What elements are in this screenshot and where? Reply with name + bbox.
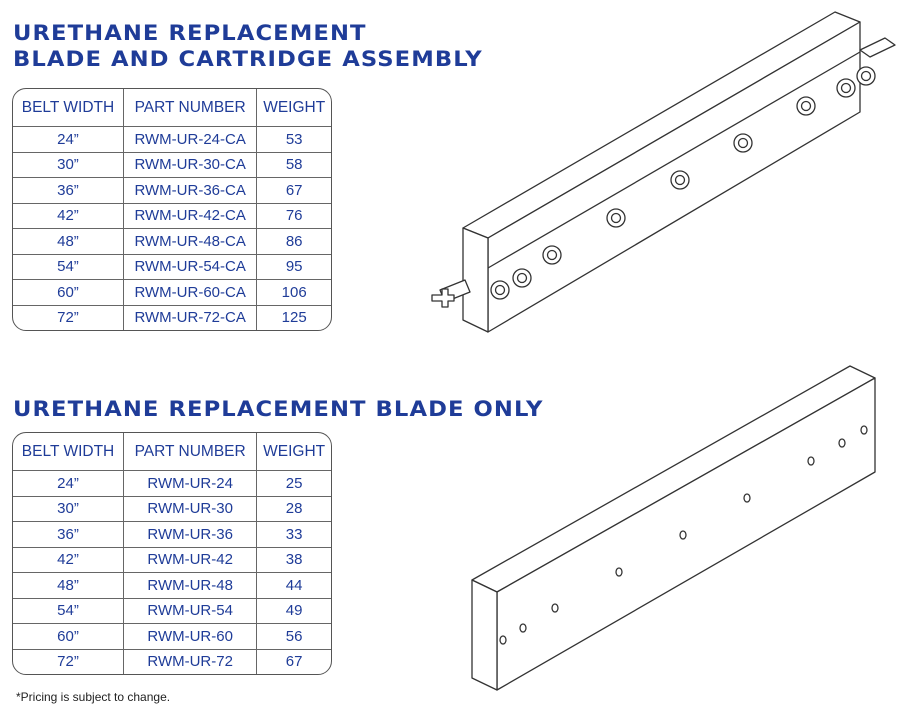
belt-width-cell: 30” (13, 152, 124, 178)
part-number-cell: RWM-UR-24-CA (123, 127, 258, 153)
col-part-number: PART NUMBER (123, 89, 258, 127)
weight-cell: 44 (257, 573, 331, 599)
weight-cell: 125 (281, 309, 307, 327)
section2-title: URETHANE REPLACEMENT BLADE ONLY (13, 397, 544, 421)
belt-width-cell: 24” (13, 127, 124, 153)
belt-width-cell: 72” (13, 305, 124, 330)
part-number-cell: RWM-UR-42 (124, 547, 258, 573)
weight-cell: 67 (285, 653, 303, 671)
title-line: URETHANE REPLACEMENT (13, 21, 367, 45)
belt-width-cell: 36” (13, 522, 125, 548)
belt-width-cell: 36” (13, 178, 124, 204)
weight-cell: 67 (257, 178, 331, 204)
part-number-cell: RWM-UR-72-CA (124, 305, 258, 330)
weight-cell: 25 (257, 471, 331, 497)
belt-width-cell: 42” (13, 203, 124, 229)
belt-width-cell: 42” (13, 547, 125, 573)
weight-cell: 28 (257, 497, 331, 522)
col-belt-width: BELT WIDTH (13, 433, 125, 471)
part-number-cell: RWM-UR-60 (124, 624, 258, 650)
weight-cell: 33 (257, 522, 331, 548)
col-weight: WEIGHT (257, 433, 331, 471)
weight-cell: 76 (257, 204, 331, 229)
weight-cell: 38 (257, 548, 331, 573)
weight-cell: 53 (257, 127, 331, 153)
part-number-cell: RWM-UR-30 (124, 496, 258, 522)
part-number-cell: RWM-UR-72 (124, 649, 258, 674)
hole-icon (499, 635, 507, 645)
weight-cell: 86 (257, 229, 331, 255)
part-number-cell: RWM-UR-42-CA (123, 203, 258, 229)
hole-icon (838, 438, 846, 448)
table-row: 72”RWM-UR-72 67 (13, 649, 331, 674)
belt-width-cell: 72” (13, 649, 125, 674)
col-part-number: PART NUMBER (124, 433, 258, 471)
part-number-cell: RWM-UR-36 (124, 522, 258, 548)
hole-icon (551, 603, 559, 613)
part-number-cell: RWM-UR-48 (124, 573, 258, 599)
belt-width-cell: 24” (13, 471, 125, 497)
footnote: *Pricing is subject to change. (16, 690, 171, 704)
belt-width-cell: 30” (13, 496, 125, 522)
hole-icon (679, 530, 687, 540)
part-number-cell: RWM-UR-54-CA (123, 254, 258, 280)
part-number-cell: RWM-UR-54 (124, 598, 258, 624)
part-number-cell: RWM-UR-48-CA (123, 229, 258, 255)
hole-icon (519, 623, 527, 633)
col-belt-width: BELT WIDTH (13, 89, 124, 127)
belt-width-cell: 48” (13, 573, 125, 599)
col-weight: WEIGHT (257, 89, 331, 127)
hole-icon (860, 425, 868, 435)
hole-icon (807, 456, 815, 466)
belt-width-cell: 60” (13, 280, 124, 306)
cartridge-assembly-drawing (431, 11, 896, 333)
belt-width-cell: 54” (13, 254, 124, 280)
table-row: 72”RWM-UR-72-CA 125 (13, 305, 331, 330)
part-number-cell: RWM-UR-24 (124, 471, 258, 497)
part-number-cell: RWM-UR-36-CA (123, 178, 258, 204)
belt-width-cell: 48” (13, 229, 124, 255)
weight-cell: 58 (257, 153, 331, 178)
weight-cell: 49 (257, 599, 331, 624)
weight-cell: 106 (257, 280, 331, 306)
hole-icon (743, 493, 751, 503)
part-number-cell: RWM-UR-60-CA (123, 280, 258, 306)
belt-width-cell: 54” (13, 598, 125, 624)
belt-width-cell: 60” (13, 624, 125, 650)
blade-only-drawing (471, 365, 876, 691)
hole-icon (615, 567, 623, 577)
part-number-cell: RWM-UR-30-CA (123, 152, 258, 178)
weight-cell: 95 (257, 255, 331, 280)
title-line: BLADE AND CARTRIDGE ASSEMBLY (13, 47, 483, 71)
weight-cell: 56 (257, 624, 331, 650)
